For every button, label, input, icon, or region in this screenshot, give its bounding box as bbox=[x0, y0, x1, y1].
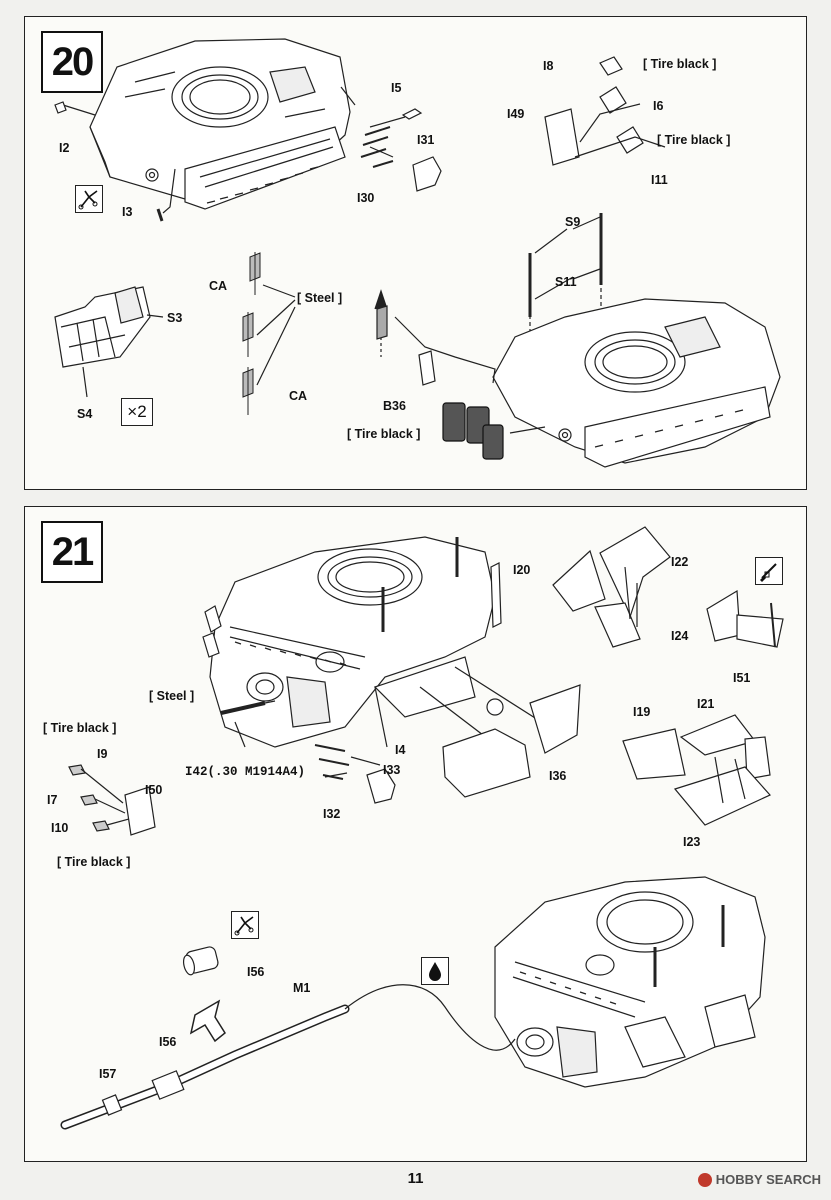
part-label-i42: I42(.30 M1914A4) bbox=[185, 765, 306, 779]
part-label-i8: I8 bbox=[543, 59, 554, 73]
part-label-i32: I32 bbox=[323, 807, 341, 821]
part-label-i56-sleeve: I56 bbox=[247, 965, 265, 979]
part-label-i23: I23 bbox=[683, 835, 701, 849]
paint-tag-tire-black-1: [ Tire black ] bbox=[643, 57, 717, 71]
multiplier-badge: ×2 bbox=[121, 398, 153, 426]
part-label-s3: S3 bbox=[167, 311, 183, 325]
paint-tag-tire-black-3: [ Tire black ] bbox=[347, 427, 421, 441]
part-label-i9: I9 bbox=[97, 747, 108, 761]
part-label-i10: I10 bbox=[51, 821, 69, 835]
cutter-icon bbox=[75, 185, 103, 213]
part-label-s4: S4 bbox=[77, 407, 93, 421]
part-label-i31: I31 bbox=[417, 133, 435, 147]
part-label-i50: I50 bbox=[145, 783, 163, 797]
step-number: 21 bbox=[41, 521, 103, 583]
paint-tag-tire-black-2: [ Tire black ] bbox=[57, 855, 131, 869]
step-21-panel: 21 I20 I22 I24 I51 [ Steel ] [ Tire blac… bbox=[24, 506, 807, 1162]
part-label-i22: I22 bbox=[671, 555, 689, 569]
part-label-ca-top: CA bbox=[209, 279, 228, 293]
step-20-panel: 20 ×2 I2 I3 I5 I31 I30 I8 [ Tire black ]… bbox=[24, 16, 807, 490]
page-number: 11 bbox=[407, 1170, 424, 1187]
part-label-i24: I24 bbox=[671, 629, 689, 643]
part-label-i56-barrel: I56 bbox=[159, 1035, 177, 1049]
part-label-s11: S11 bbox=[555, 275, 577, 289]
step-number: 20 bbox=[41, 31, 103, 93]
part-label-i3: I3 bbox=[122, 205, 133, 219]
part-label-i7: I7 bbox=[47, 793, 58, 807]
part-label-i21: I21 bbox=[697, 697, 715, 711]
part-label-b36: B36 bbox=[383, 399, 406, 413]
part-label-i11: I11 bbox=[651, 173, 668, 187]
part-label-i33: I33 bbox=[383, 763, 401, 777]
paint-tag-tire-black-2: [ Tire black ] bbox=[657, 133, 731, 147]
part-label-i4: I4 bbox=[395, 743, 406, 757]
part-label-ca-bottom: CA bbox=[289, 389, 308, 403]
hobby-search-logo-icon bbox=[697, 1172, 712, 1187]
watermark-text: HOBBY SEARCH bbox=[715, 1172, 821, 1187]
part-label-i57: I57 bbox=[99, 1067, 117, 1081]
glue-drop-icon bbox=[421, 957, 449, 985]
part-label-m1: M1 bbox=[293, 981, 311, 995]
part-label-i5: I5 bbox=[391, 81, 402, 95]
step-21-illustration bbox=[60, 526, 784, 1130]
paint-tag-steel: [ Steel ] bbox=[149, 689, 195, 703]
watermark: HOBBY SEARCH bbox=[697, 1172, 821, 1187]
part-label-i30: I30 bbox=[357, 191, 375, 205]
part-label-i51: I51 bbox=[733, 671, 751, 685]
part-label-i19: I19 bbox=[633, 705, 651, 719]
part-label-s9: S9 bbox=[565, 215, 581, 229]
step-20-illustration bbox=[54, 38, 781, 468]
part-label-i36: I36 bbox=[549, 769, 567, 783]
paint-brush-icon bbox=[755, 557, 783, 585]
part-label-i6: I6 bbox=[653, 99, 664, 113]
paint-tag-tire-black-1: [ Tire black ] bbox=[43, 721, 117, 735]
cutter-icon bbox=[231, 911, 259, 939]
part-label-i20: I20 bbox=[513, 563, 531, 577]
part-label-i49: I49 bbox=[507, 107, 525, 121]
part-label-i2: I2 bbox=[59, 141, 70, 155]
paint-tag-steel: [ Steel ] bbox=[297, 291, 343, 305]
